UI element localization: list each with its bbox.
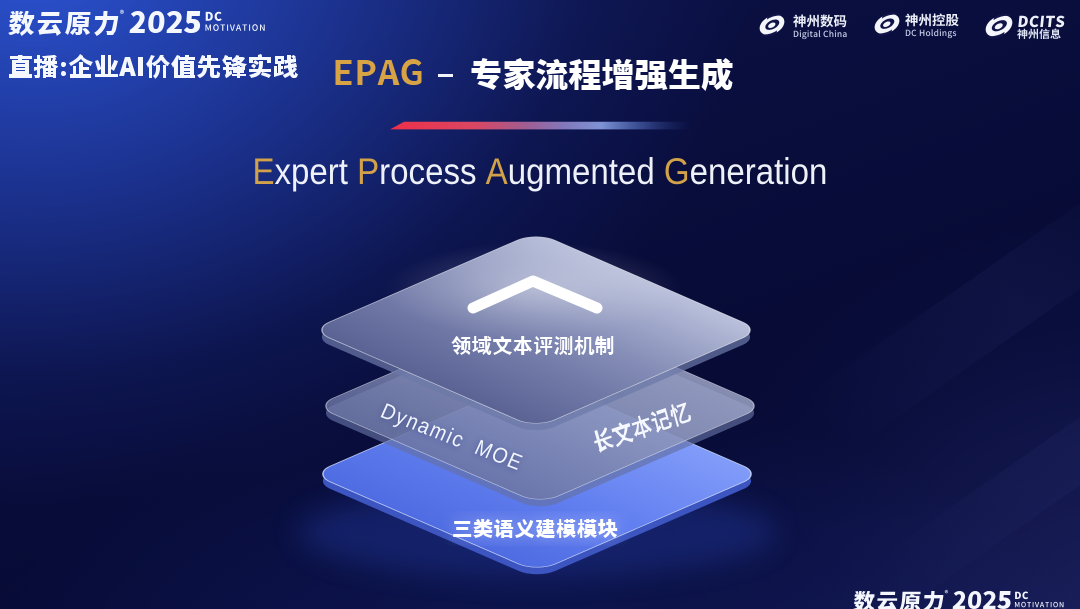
word-expert-lead: E bbox=[252, 151, 275, 192]
full-title-english: Expert Process Augmented Generation bbox=[0, 151, 1080, 193]
swirl-galaxy-icon bbox=[985, 13, 1013, 39]
word-generation-lead: G bbox=[663, 151, 690, 192]
title-divider bbox=[390, 121, 692, 130]
partner-logo-dcits bbox=[985, 13, 1065, 39]
word-generation-rest: eneration bbox=[689, 151, 828, 192]
layer-top-label-text bbox=[451, 336, 614, 355]
epag-heading bbox=[335, 58, 733, 91]
live-title-text bbox=[9, 54, 298, 79]
full-title-line: Expert Process Augmented Generation bbox=[253, 151, 828, 193]
partner-logo-digital-china bbox=[759, 13, 847, 40]
word-augmented-rest: ugmented bbox=[507, 151, 655, 192]
partner-logos bbox=[759, 12, 1065, 40]
brand-logo-bottom-right bbox=[853, 589, 1064, 609]
brand-wordmark bbox=[8, 9, 265, 36]
swirl-galaxy-icon bbox=[874, 12, 900, 36]
brand-logo-top-left bbox=[8, 9, 265, 36]
partner-logo-dc-holdings bbox=[874, 12, 959, 39]
word-process-lead: P bbox=[357, 151, 380, 192]
top-plate-sheen bbox=[383, 242, 683, 338]
word-expert-rest: xpert bbox=[274, 151, 349, 192]
word-augmented-lead: A bbox=[485, 151, 508, 192]
layer-bottom-label-text bbox=[453, 519, 618, 538]
brand-wordmark bbox=[853, 589, 1064, 609]
word-process-rest: rocess bbox=[379, 151, 477, 192]
chevron-up-icon bbox=[467, 275, 603, 314]
layer-right-label-text bbox=[594, 402, 691, 454]
swirl-galaxy-icon bbox=[759, 13, 785, 37]
layer-top-plate bbox=[321, 236, 751, 431]
layer-stack-diagram bbox=[297, 236, 777, 578]
